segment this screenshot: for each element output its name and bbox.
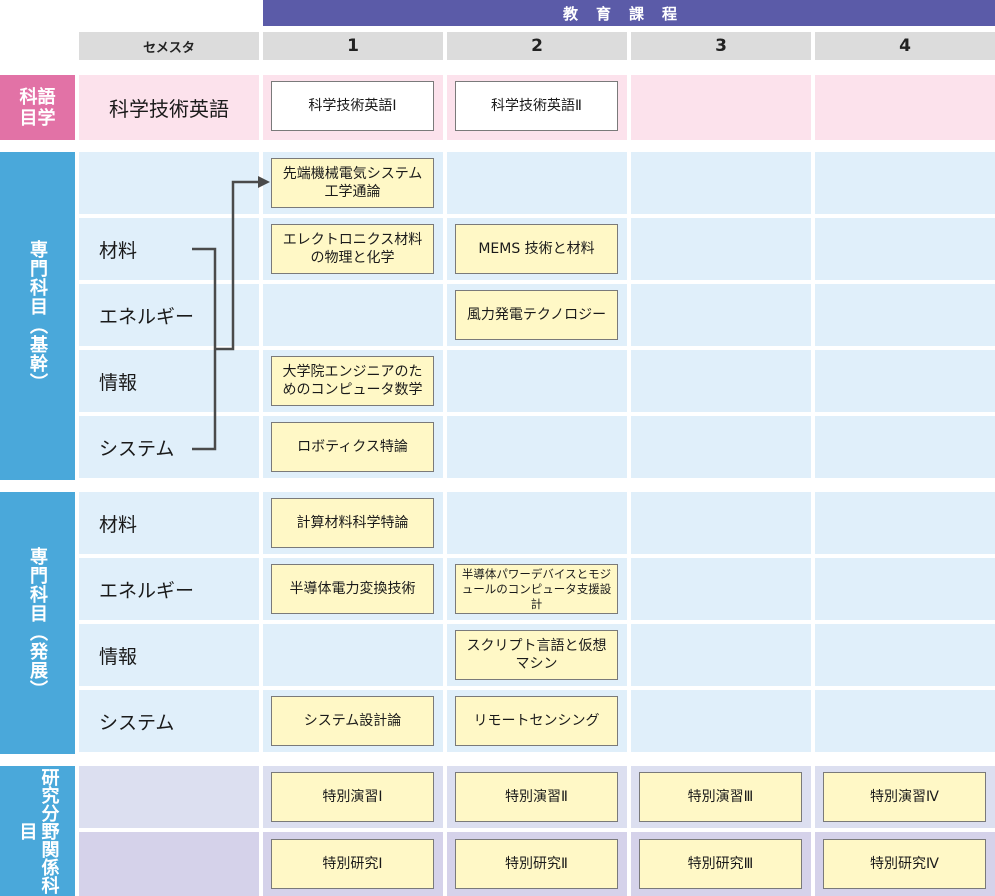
grid-cell	[447, 350, 627, 412]
basic-category-info: 情報	[79, 350, 259, 412]
grid-cell	[815, 218, 995, 280]
course-advanced-system-1[interactable]: システム設計論	[271, 696, 434, 746]
course-basic-material-1[interactable]: エレクトロニクス材料の物理と化学	[271, 224, 434, 274]
grid-cell	[631, 690, 811, 752]
grid-cell	[631, 152, 811, 214]
course-special-exercise-1[interactable]: 特別演習Ⅰ	[271, 772, 434, 822]
course-basic-material-2[interactable]: MEMS 技術と材料	[455, 224, 618, 274]
science-english-category: 科学技術英語	[79, 75, 259, 140]
grid-cell	[79, 152, 259, 214]
grid-cell	[815, 624, 995, 686]
grid-cell	[447, 416, 627, 478]
course-advanced-energy-1[interactable]: 半導体電力変換技術	[271, 564, 434, 614]
grid-cell	[263, 624, 443, 686]
grid-cell	[815, 558, 995, 620]
course-basic-energy-2[interactable]: 風力発電テクノロジー	[455, 290, 618, 340]
grid-cell	[631, 75, 811, 140]
grid-cell	[631, 284, 811, 346]
course-special-research-2[interactable]: 特別研究Ⅱ	[455, 839, 618, 889]
course-advanced-system-2[interactable]: リモートセンシング	[455, 696, 618, 746]
grid-cell	[631, 350, 811, 412]
grid-cell	[447, 492, 627, 554]
course-advanced-info-2[interactable]: スクリプト言語と仮想マシン	[455, 630, 618, 680]
course-basic-info-1[interactable]: 大学院エンジニアのためのコンピュータ数学	[271, 356, 434, 406]
curriculum-header-label: 教育課程	[562, 4, 695, 23]
grid-cell	[631, 218, 811, 280]
course-science-english-1[interactable]: 科学技術英語Ⅰ	[271, 81, 434, 131]
grid-cell	[263, 284, 443, 346]
semester-4-header: 4	[815, 32, 995, 60]
grid-cell	[447, 152, 627, 214]
curriculum-header-band: 教育課程	[263, 0, 995, 26]
course-special-research-1[interactable]: 特別研究Ⅰ	[271, 839, 434, 889]
basic-category-energy: エネルギー	[79, 284, 259, 346]
grid-cell	[631, 492, 811, 554]
course-special-exercise-4[interactable]: 特別演習Ⅳ	[823, 772, 986, 822]
science-english-side-label: 科語目学	[0, 75, 75, 140]
grid-cell	[815, 75, 995, 140]
semester-2-header: 2	[447, 32, 627, 60]
course-science-english-2[interactable]: 科学技術英語Ⅱ	[455, 81, 618, 131]
semester-3-header: 3	[631, 32, 811, 60]
basic-category-material: 材料	[79, 218, 259, 280]
grid-cell	[631, 558, 811, 620]
grid-cell	[815, 350, 995, 412]
grid-cell	[631, 416, 811, 478]
arrow-line	[215, 180, 260, 351]
course-basic-system-1[interactable]: ロボティクス特論	[271, 422, 434, 472]
research-side-label: 研究分野関係科目	[0, 766, 75, 896]
grid-cell	[815, 690, 995, 752]
course-special-exercise-3[interactable]: 特別演習Ⅲ	[639, 772, 802, 822]
course-advanced-material-1[interactable]: 計算材料科学特論	[271, 498, 434, 548]
grid-cell	[815, 492, 995, 554]
grid-cell	[815, 152, 995, 214]
course-advanced-energy-2[interactable]: 半導体パワーデバイスとモジュールのコンピュータ支援設計	[455, 564, 618, 614]
semester-1-header: 1	[263, 32, 443, 60]
course-special-research-3[interactable]: 特別研究Ⅲ	[639, 839, 802, 889]
advanced-category-material: 材料	[79, 492, 259, 554]
advanced-category-energy: エネルギー	[79, 558, 259, 620]
arrow-head-icon	[258, 176, 270, 188]
grid-cell	[815, 416, 995, 478]
semester-header-label: セメスタ	[79, 32, 259, 60]
advanced-specialty-side-label: 専門科目（発展）	[0, 492, 75, 754]
course-basic-common[interactable]: 先端機械電気システム工学通論	[271, 158, 434, 208]
grid-cell	[79, 766, 259, 828]
advanced-category-system: システム	[79, 690, 259, 752]
course-special-research-4[interactable]: 特別研究Ⅳ	[823, 839, 986, 889]
grid-cell	[631, 624, 811, 686]
basic-specialty-side-label: 専門科目（基幹）	[0, 152, 75, 480]
bracket-line	[192, 247, 217, 451]
grid-cell	[79, 832, 259, 896]
category-bracket-arrow	[192, 176, 270, 451]
basic-category-system: システム	[79, 416, 259, 478]
course-special-exercise-2[interactable]: 特別演習Ⅱ	[455, 772, 618, 822]
advanced-category-info: 情報	[79, 624, 259, 686]
grid-cell	[815, 284, 995, 346]
